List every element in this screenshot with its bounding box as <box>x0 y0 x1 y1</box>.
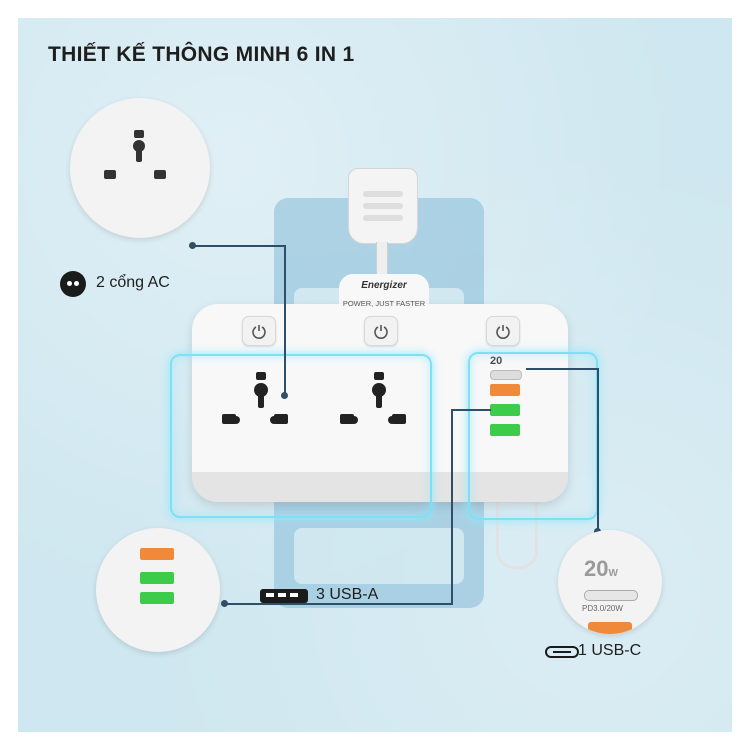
power-button-right[interactable] <box>486 316 520 346</box>
usbc-protocol-label: PD3.0/20W <box>582 604 623 613</box>
ac-highlight-frame <box>170 354 432 518</box>
power-button-middle[interactable] <box>364 316 398 346</box>
ac-socket-icon <box>60 271 86 297</box>
ac-callout-line-vertical <box>284 245 286 395</box>
brand-logo: Energizer <box>361 280 407 291</box>
ac-inset-photo <box>70 98 210 238</box>
usba-port-count-label: 3 USB-A <box>316 586 379 603</box>
usbc-power-unit: W <box>608 568 618 579</box>
usb-a-port-orange-inset-2 <box>588 622 632 634</box>
cable-loop <box>496 488 538 569</box>
usb-c-port <box>490 370 522 380</box>
usb-a-port-orange <box>490 384 520 396</box>
ac-socket-icon <box>222 372 288 424</box>
power-icon <box>496 325 510 339</box>
ac-port-count-label: 2 cổng AC <box>96 274 170 291</box>
usb-a-port-green-inset-2 <box>140 592 174 604</box>
brand-tagline: POWER, JUST FASTER <box>342 299 426 308</box>
ac-socket-icon <box>104 130 166 179</box>
usb-a-port-green-inset-1 <box>140 572 174 584</box>
usbc-callout-line <box>526 368 598 370</box>
usb-c-rating-small: 20 <box>490 355 503 367</box>
page-title: THIẾT KẾ THÔNG MINH 6 IN 1 <box>48 43 355 66</box>
usbc-port-count-label: 1 USB-C <box>578 642 642 659</box>
usba-inset-photo <box>96 528 220 652</box>
usb-c-icon <box>545 646 579 658</box>
ac-callout-end-dot <box>281 392 288 399</box>
usba-callout-line <box>224 603 452 605</box>
usba-callout-line-top <box>451 409 491 411</box>
usb-c-port-inset <box>584 590 638 601</box>
power-plug <box>348 168 418 244</box>
usbc-power-value: 20 <box>584 556 609 581</box>
usb-a-port-orange-inset <box>140 548 174 560</box>
product-canvas: THIẾT KẾ THÔNG MINH 6 IN 1 Energizer POW… <box>18 18 732 732</box>
ac-socket-icon <box>340 372 406 424</box>
usb-a-port-green-1 <box>490 404 520 416</box>
power-button-left[interactable] <box>242 316 276 346</box>
usb-highlight-frame <box>468 352 598 520</box>
usba-callout-line-vertical <box>451 409 453 605</box>
usbc-callout-line-vertical <box>597 368 599 530</box>
power-icon <box>252 325 266 339</box>
usbc-inset-photo: 20W PD3.0/20W <box>558 530 662 634</box>
usb-a-port-green-2 <box>490 424 520 436</box>
power-icon <box>374 325 388 339</box>
ac-callout-line <box>192 245 285 247</box>
strip-base <box>192 472 568 502</box>
usb-a-icon <box>260 589 308 603</box>
